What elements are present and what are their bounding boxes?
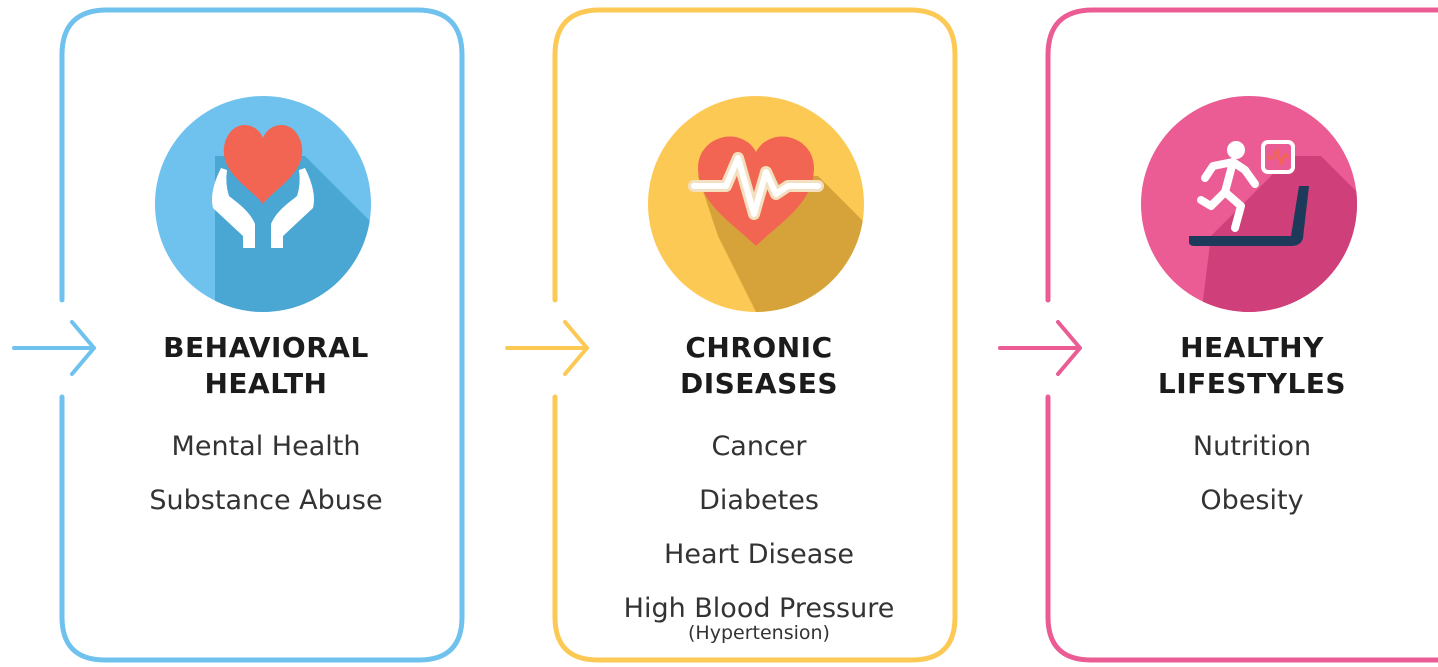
- list-item: Substance Abuse: [149, 485, 383, 516]
- title-line: HEALTH: [204, 367, 328, 400]
- heart-in-hands-icon: [212, 125, 371, 312]
- list-item: Diabetes: [699, 485, 819, 516]
- panel-title: BEHAVIORAL HEALTH: [116, 330, 416, 402]
- panel-items: Cancer Diabetes Heart Disease High Blood…: [579, 420, 939, 644]
- title-line: CHRONIC: [685, 331, 833, 364]
- list-item: Mental Health: [171, 431, 361, 462]
- list-item: Heart Disease: [664, 539, 854, 570]
- panel-items: Mental Health Substance Abuse: [86, 420, 446, 528]
- panel-title: HEALTHY LIFESTYLES: [1102, 330, 1402, 402]
- panel-behavioral-health: BEHAVIORAL HEALTH Mental Health Substanc…: [0, 0, 465, 667]
- panel-frame: [59, 7, 465, 663]
- title-line: LIFESTYLES: [1157, 367, 1347, 400]
- arrow-right-icon: [998, 320, 1082, 376]
- arrow-right-icon: [505, 320, 589, 376]
- title-line: HEALTHY: [1180, 331, 1324, 364]
- panel-healthy-lifestyles: HEALTHY LIFESTYLES Nutrition Obesity: [986, 0, 1438, 667]
- treadmill-runner-icon: [1189, 140, 1357, 312]
- title-line: BEHAVIORAL: [163, 331, 369, 364]
- list-item: Nutrition: [1192, 431, 1312, 462]
- list-item-note: (Hypertension): [688, 622, 830, 644]
- list-item: Obesity: [1200, 485, 1304, 516]
- icon-circle: [648, 96, 864, 312]
- icon-circle: [1141, 96, 1357, 312]
- list-item: High Blood Pressure: [623, 593, 895, 624]
- arrow-right-icon: [12, 320, 96, 376]
- heart-pulse-icon: [688, 136, 864, 312]
- icon-circle: [155, 96, 371, 312]
- list-item: Cancer: [711, 431, 807, 462]
- panel-chronic-diseases: CHRONIC DISEASES Cancer Diabetes Heart D…: [493, 0, 958, 667]
- panel-items: Nutrition Obesity: [1072, 420, 1432, 528]
- panel-frame: [1045, 7, 1438, 663]
- title-line: DISEASES: [679, 367, 839, 400]
- panel-title: CHRONIC DISEASES: [609, 330, 909, 402]
- panel-frame: [552, 7, 958, 663]
